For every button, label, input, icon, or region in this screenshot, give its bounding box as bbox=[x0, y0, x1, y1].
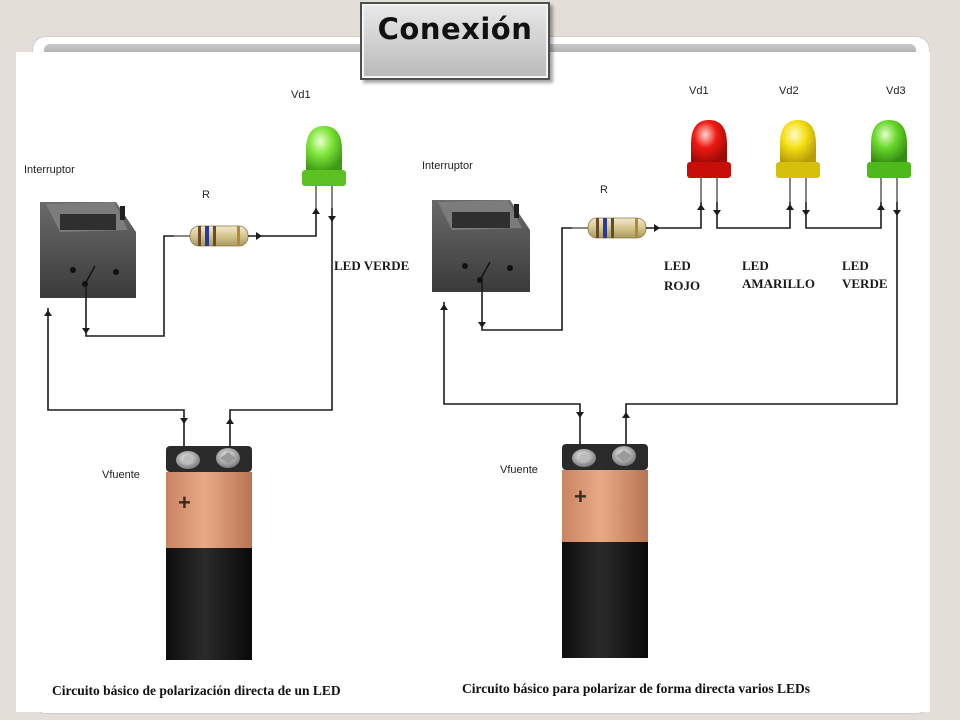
right-arrow-11 bbox=[622, 412, 630, 418]
right-led-3-label: Vd3 bbox=[886, 85, 906, 97]
right-arrow-7 bbox=[877, 204, 885, 210]
left-arrow-2 bbox=[256, 232, 262, 240]
right-circuit: Interruptor R Vd1 LED ROJO bbox=[422, 85, 911, 696]
right-arrow-9 bbox=[440, 304, 448, 310]
left-arrow-3 bbox=[312, 208, 320, 214]
right-led-2-text-line1: LED bbox=[742, 258, 769, 273]
right-switch-label: Interruptor bbox=[422, 160, 473, 172]
left-circuit: Interruptor R Vd1 LED VERDE bbox=[24, 89, 409, 698]
slide-title: Conexión bbox=[377, 12, 533, 46]
right-led-2-label: Vd2 bbox=[779, 85, 799, 97]
left-arrow-7 bbox=[226, 418, 234, 424]
right-switch bbox=[432, 200, 530, 292]
left-led-vd1 bbox=[302, 126, 346, 208]
right-battery-label: Vfuente bbox=[500, 464, 538, 476]
left-arrow-6 bbox=[180, 418, 188, 424]
left-arrow-1 bbox=[82, 328, 90, 334]
right-battery bbox=[562, 444, 648, 658]
left-led-label: Vd1 bbox=[291, 89, 311, 101]
right-led-vd2 bbox=[776, 120, 820, 202]
right-led-vd3 bbox=[867, 120, 911, 202]
right-led-vd1 bbox=[687, 120, 731, 202]
right-arrow-3 bbox=[697, 204, 705, 210]
left-battery-label: Vfuente bbox=[102, 469, 140, 481]
left-battery-sign: + bbox=[178, 490, 191, 515]
right-led-3-text-line1: LED bbox=[842, 258, 869, 273]
circuit-diagram-svg: Interruptor R Vd1 LED VERDE bbox=[24, 85, 911, 698]
left-switch bbox=[40, 202, 136, 298]
left-switch-label: Interruptor bbox=[24, 164, 75, 176]
left-led-text: LED VERDE bbox=[334, 258, 409, 273]
left-caption: Circuito básico de polarización directa … bbox=[52, 683, 341, 698]
slide-title-box: Conexión bbox=[360, 2, 550, 80]
right-resistor-label: R bbox=[600, 184, 608, 196]
left-resistor-label: R bbox=[202, 189, 210, 201]
circuit-diagram: Interruptor R Vd1 LED VERDE bbox=[16, 52, 930, 712]
right-resistor bbox=[572, 217, 647, 239]
right-caption: Circuito básico para polarizar de forma … bbox=[462, 681, 810, 696]
left-arrow-5 bbox=[44, 310, 52, 316]
left-battery bbox=[166, 446, 252, 660]
right-arrow-6 bbox=[802, 210, 810, 216]
right-led-3-text-line2: VERDE bbox=[842, 276, 888, 291]
right-battery-sign: + bbox=[574, 484, 587, 509]
right-led-1-label: Vd1 bbox=[689, 85, 709, 97]
left-resistor bbox=[174, 225, 249, 247]
right-arrow-5 bbox=[786, 204, 794, 210]
right-arrow-1 bbox=[478, 322, 486, 328]
right-led-2-text-line2: AMARILLO bbox=[742, 276, 815, 291]
right-arrow-8 bbox=[893, 210, 901, 216]
right-arrow-4 bbox=[713, 210, 721, 216]
right-led-1-text-line1: LED bbox=[664, 258, 691, 273]
right-led-1-text-line2: ROJO bbox=[664, 278, 700, 293]
left-arrow-4 bbox=[328, 216, 336, 222]
right-arrow-10 bbox=[576, 412, 584, 418]
right-arrow-2 bbox=[654, 224, 660, 232]
